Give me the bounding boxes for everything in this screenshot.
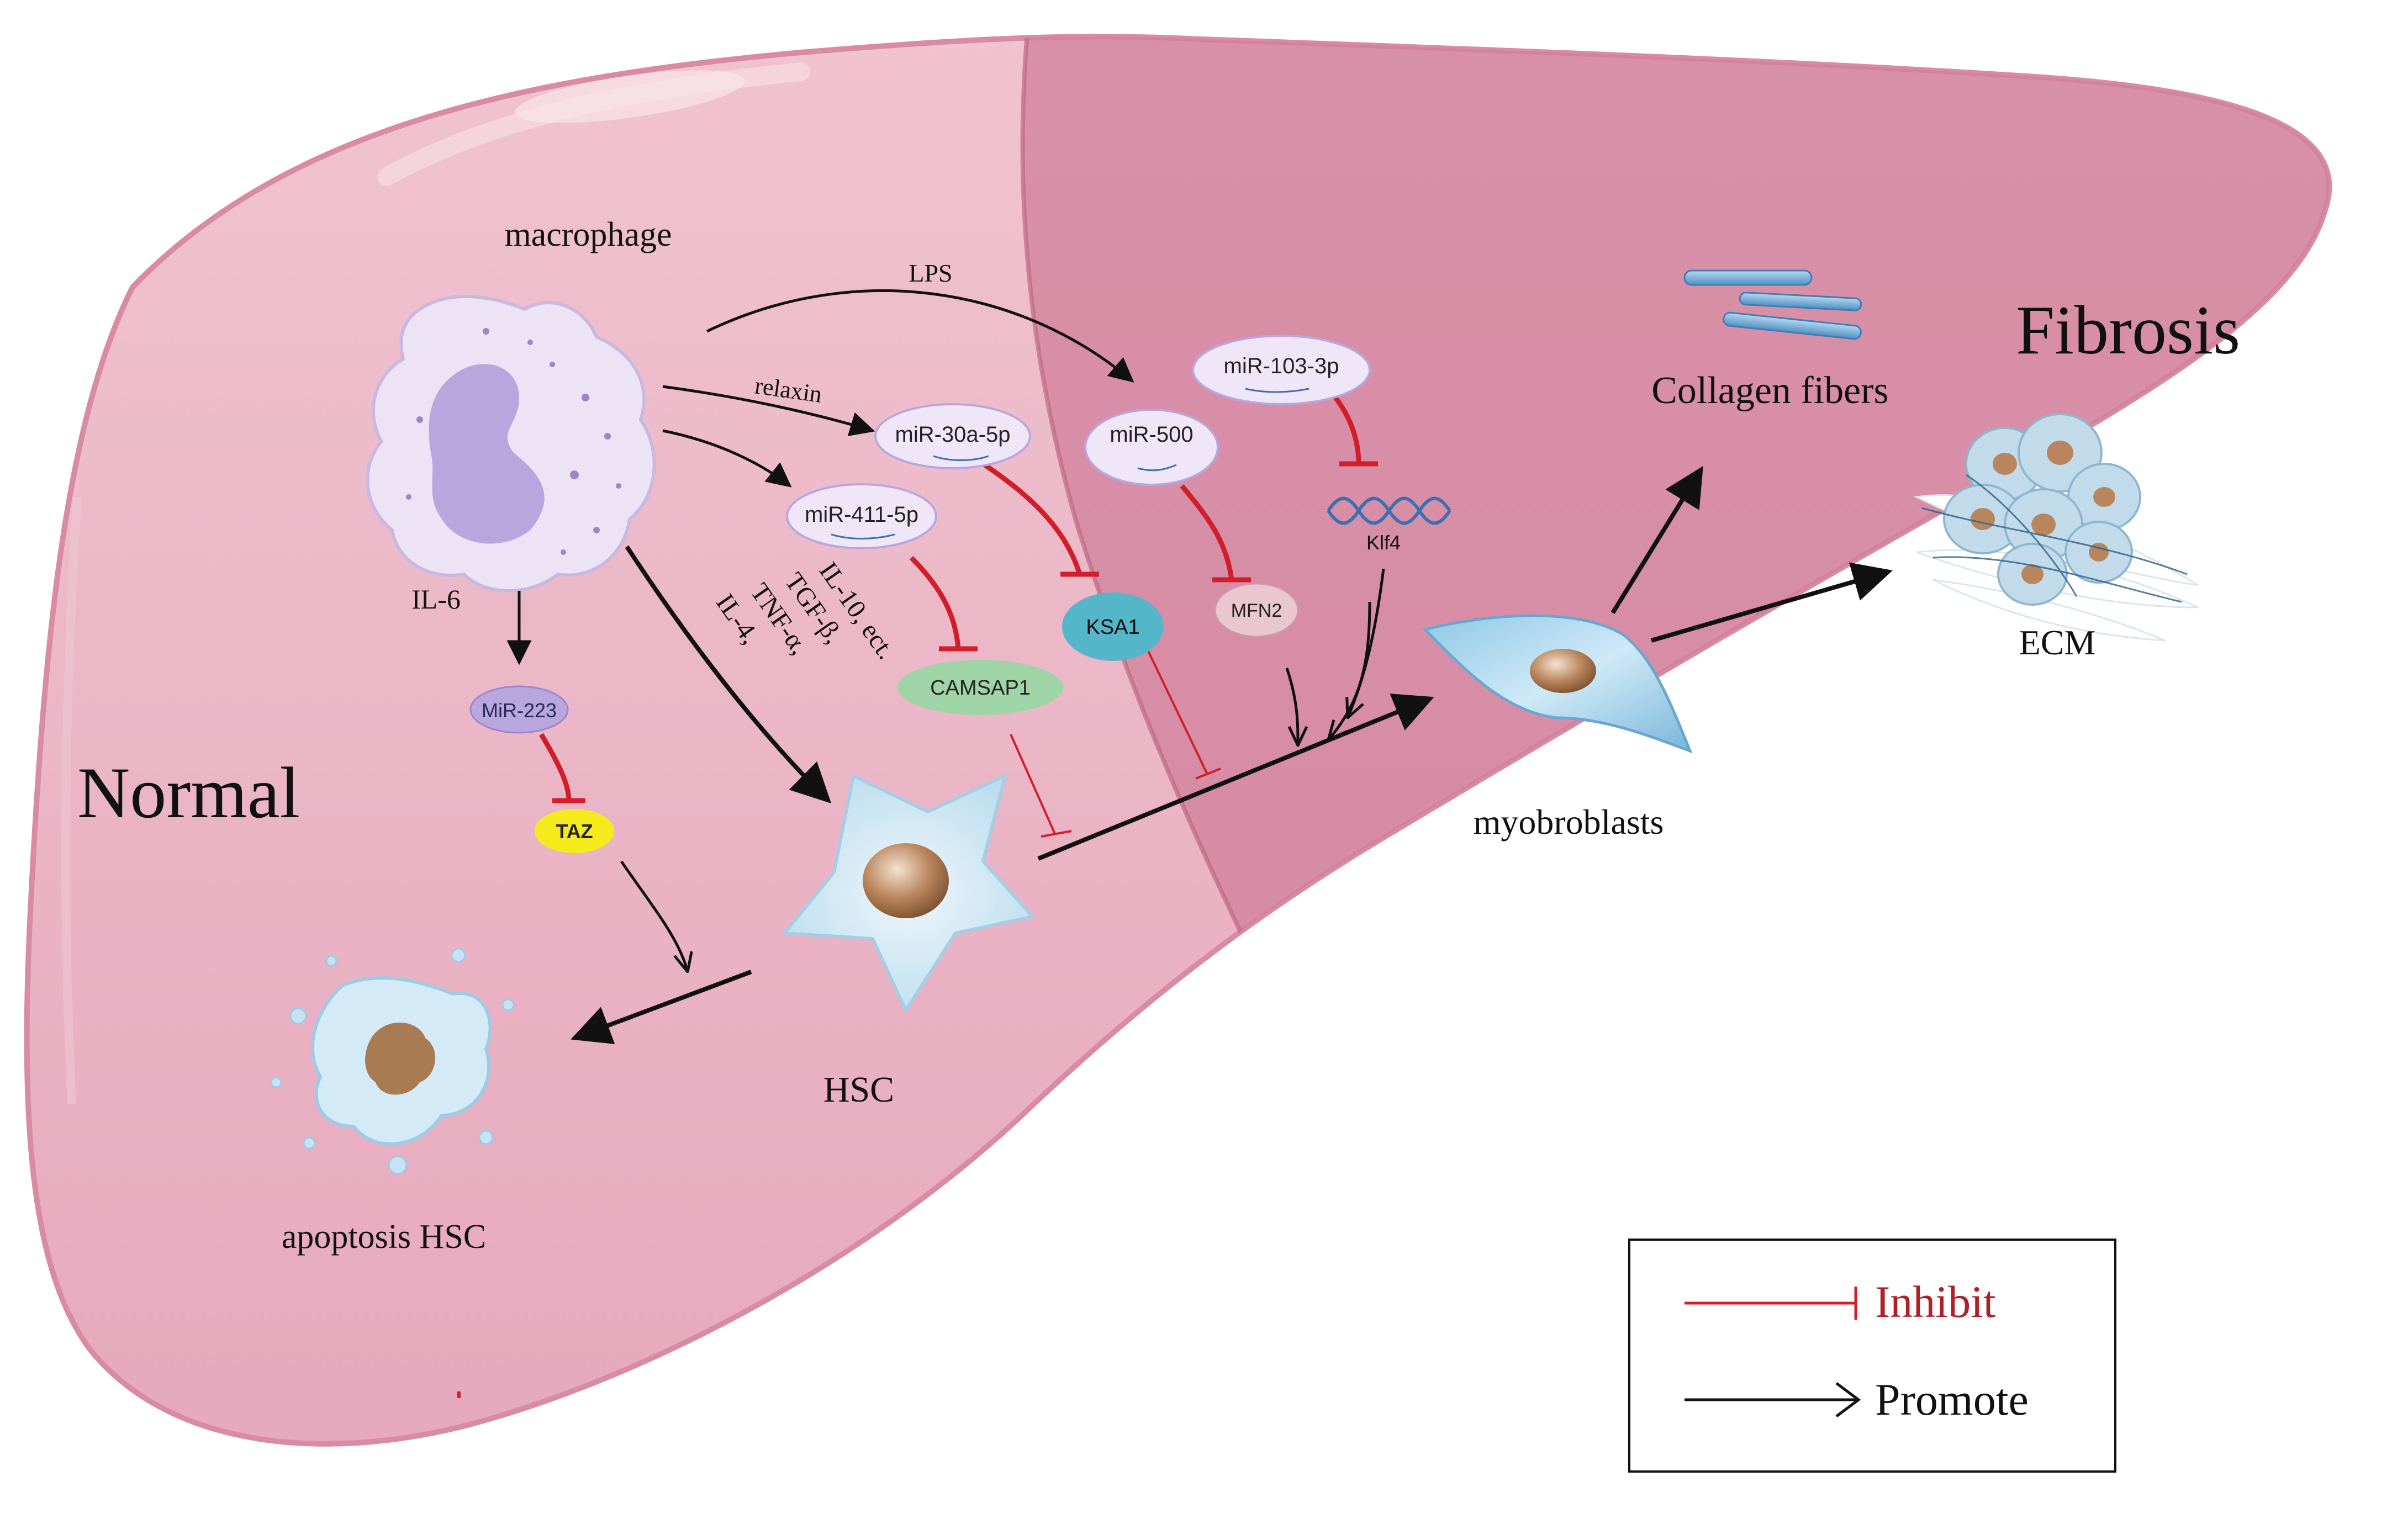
apoptosis-hsc-label: apoptosis HSC (282, 1218, 486, 1256)
macrophage-label: macrophage (505, 216, 672, 253)
svg-text:Promote: Promote (1875, 1374, 2029, 1425)
hsc-cell (783, 774, 1034, 1012)
target-nodes: TAZ CAMSAP1 KSA1 MFN2 Klf4 (535, 496, 1451, 853)
macrophage-cell (366, 294, 656, 592)
mirna-nodes: MiR-223 miR-411-5p miR-30a-5p miR-500 mi… (469, 335, 1371, 734)
ecm-icon (1914, 413, 2199, 642)
fibrosis-label: Fibrosis (2016, 292, 2240, 369)
promote-arrows (506, 289, 1893, 1044)
svg-text:miR-500: miR-500 (1110, 422, 1193, 447)
svg-text:miR-411-5p: miR-411-5p (805, 502, 918, 527)
mir-411-node: miR-411-5p (786, 483, 937, 549)
svg-text:Klf4: Klf4 (1366, 531, 1401, 554)
svg-text:TAZ: TAZ (556, 820, 593, 843)
camsap1-node: CAMSAP1 (897, 660, 1063, 715)
svg-text:miR-103-3p: miR-103-3p (1224, 354, 1339, 378)
ecm-label: ECM (2019, 623, 2096, 662)
fibrosis-region (1022, 36, 2330, 1049)
myofibroblast-cell (1422, 614, 1693, 754)
svg-text:MiR-223: MiR-223 (482, 699, 557, 722)
taz-node: TAZ (535, 809, 614, 853)
ksa1-node: KSA1 (1062, 592, 1164, 661)
inhibit-arrows (539, 384, 1378, 838)
mir-30a-node: miR-30a-5p (874, 403, 1031, 469)
svg-text:Inhibit: Inhibit (1875, 1277, 1996, 1327)
svg-text:MFN2: MFN2 (1231, 600, 1282, 621)
svg-text:CAMSAP1: CAMSAP1 (930, 676, 1031, 700)
il6-label: IL-6 (411, 584, 461, 615)
svg-text:miR-30a-5p: miR-30a-5p (895, 422, 1011, 447)
klf4-node: Klf4 (1327, 496, 1451, 554)
mir-500-node: miR-500 (1084, 409, 1219, 486)
legend-inhibit: Inhibit (1685, 1277, 1996, 1327)
normal-label: Normal (77, 752, 300, 833)
svg-text:KSA1: KSA1 (1086, 616, 1139, 639)
stray-mark (457, 1391, 461, 1398)
mfn2-node: MFN2 (1214, 583, 1299, 638)
apoptosis-hsc-cell (270, 948, 515, 1175)
collagen-fibers-icon (1683, 269, 1862, 340)
legend-promote: Promote (1685, 1374, 2029, 1425)
lps-label: LPS (909, 259, 952, 287)
legend: Inhibit Promote (1628, 1239, 2116, 1473)
collagen-fibers-label: Collagen fibers (1651, 369, 1889, 412)
mir-223-node: MiR-223 (469, 685, 569, 734)
myofibroblasts-label: myobroblasts (1474, 802, 1664, 842)
mir-103-node: miR-103-3p (1192, 335, 1371, 405)
legend-box (1628, 1239, 2116, 1473)
hsc-label: HSC (823, 1070, 894, 1110)
